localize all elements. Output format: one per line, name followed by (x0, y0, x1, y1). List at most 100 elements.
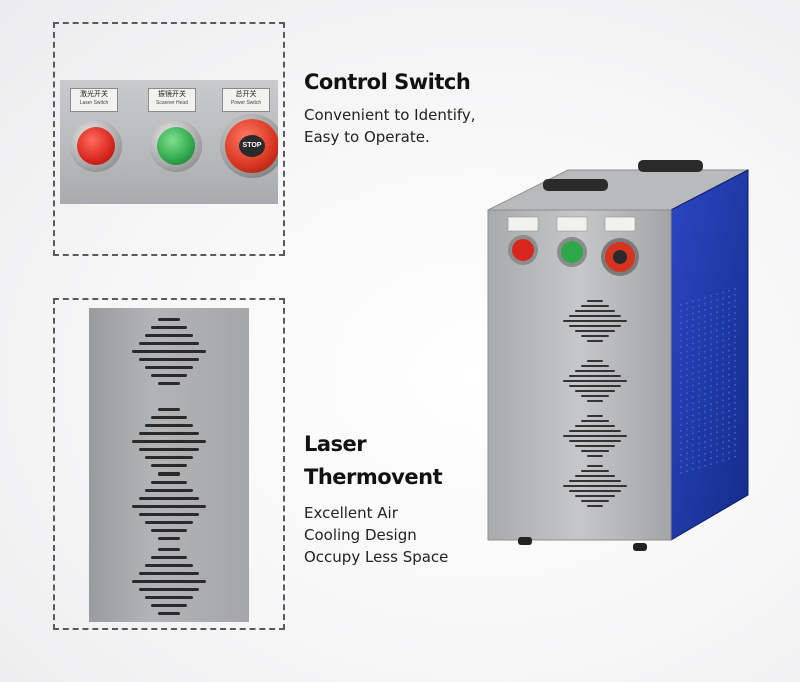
side-perforation-dot (710, 463, 712, 465)
side-perforation-dot (704, 368, 706, 371)
side-perforation-dot (722, 399, 724, 402)
side-perforation-dot (704, 356, 706, 359)
side-perforation-dot (704, 320, 706, 323)
side-perforation-dot (704, 302, 706, 305)
side-perforation-dot (734, 401, 736, 404)
side-perforation-dot (716, 395, 718, 398)
vent-slot (145, 334, 193, 337)
machine-vent-slot (575, 445, 615, 447)
laser-machine-image (487, 160, 749, 551)
side-perforation-dot (686, 368, 688, 371)
side-perforation-dot (722, 363, 724, 366)
side-perforation-dot (704, 386, 706, 389)
side-perforation-dot (716, 341, 718, 344)
side-perforation-dot (728, 451, 730, 454)
machine-vent-slot (575, 425, 615, 427)
side-perforation-dot (704, 440, 706, 443)
machine-vent-slot (587, 340, 603, 342)
side-perforation-dot (692, 462, 694, 465)
machine-vent-slot (563, 435, 627, 437)
vent-slot (157, 548, 181, 551)
side-perforation-dot (722, 411, 724, 414)
label-cn: 激光开关 (80, 91, 108, 98)
side-perforation-dot (686, 458, 688, 461)
machine-vent-slot (575, 495, 615, 497)
side-perforation-dot (680, 400, 682, 402)
side-perforation-dot (680, 316, 682, 318)
side-perforation-dot (716, 443, 718, 446)
side-perforation-dot (728, 361, 730, 364)
side-perforation-dot (728, 355, 730, 358)
vent-slot (132, 350, 206, 353)
side-perforation-dot (710, 367, 712, 369)
side-perforation-dot (728, 415, 730, 418)
side-perforation-dot (698, 466, 700, 469)
side-perforation-dot (710, 451, 712, 453)
side-perforation-dot (680, 394, 682, 396)
side-perforation-dot (698, 358, 700, 361)
side-perforation-dot (698, 412, 700, 415)
side-perforation-dot (686, 332, 688, 335)
side-perforation-dot (686, 398, 688, 401)
side-perforation-dot (686, 386, 688, 389)
machine-vent-slot (581, 365, 609, 367)
side-perforation-dot (728, 397, 730, 400)
side-perforation-dot (680, 376, 682, 378)
power-switch-label: 总开关 Power Switch (222, 88, 270, 112)
side-perforation-dot (692, 300, 694, 303)
side-perforation-dot (698, 430, 700, 433)
side-perforation-dot (716, 401, 718, 404)
side-perforation-dot (716, 311, 718, 314)
side-perforation-dot (680, 370, 682, 372)
side-perforation-dot (704, 434, 706, 437)
machine-vent-slot (569, 440, 621, 442)
side-perforation-dot (692, 342, 694, 345)
side-perforation-dot (710, 427, 712, 429)
side-perforation-dot (692, 330, 694, 333)
side-perforation-dot (704, 404, 706, 407)
machine-vent-slot (587, 300, 603, 302)
machine-vent-slot (581, 470, 609, 472)
side-perforation-dot (704, 422, 706, 425)
side-perforation-dot (710, 313, 712, 315)
laser-switch-label: 激光开关 Laser Switch (70, 88, 118, 112)
vent-slot (145, 424, 193, 427)
side-perforation-dot (692, 306, 694, 309)
side-perforation-dot (728, 313, 730, 316)
side-perforation-dot (704, 338, 706, 341)
side-perforation-dot (686, 470, 688, 473)
stop-button: STOP (220, 114, 278, 178)
side-perforation-dot (704, 332, 706, 335)
side-perforation-dot (734, 425, 736, 428)
side-perforation-dot (722, 387, 724, 390)
vent-slot (132, 505, 206, 508)
side-perforation-dot (728, 379, 730, 382)
side-perforation-dot (686, 308, 688, 311)
thermovent-closeup (89, 308, 249, 622)
vent-slot (151, 604, 187, 607)
control-switch-title: Control Switch (304, 70, 471, 94)
machine-vent-slot (569, 375, 621, 377)
side-perforation-dot (692, 438, 694, 441)
side-perforation-dot (692, 468, 694, 471)
side-perforation-dot (716, 347, 718, 350)
side-perforation-dot (728, 331, 730, 334)
side-perforation-dot (716, 425, 718, 428)
side-perforation-dot (680, 412, 682, 414)
side-perforation-dot (698, 394, 700, 397)
label-en: Scanner Head (156, 100, 188, 106)
side-perforation-dot (698, 364, 700, 367)
side-perforation-dot (728, 337, 730, 340)
side-perforation-dot (722, 441, 724, 444)
side-perforation-dot (686, 422, 688, 425)
side-perforation-dot (728, 307, 730, 310)
side-perforation-dot (698, 340, 700, 343)
side-perforation-dot (692, 390, 694, 393)
machine-vent-slot (563, 485, 627, 487)
machine-vent-slot (569, 490, 621, 492)
machine-vent-slot (575, 370, 615, 372)
side-perforation-dot (728, 457, 730, 460)
vent-slot (145, 456, 193, 459)
vent-slot (157, 473, 181, 476)
side-perforation-dot (722, 333, 724, 336)
